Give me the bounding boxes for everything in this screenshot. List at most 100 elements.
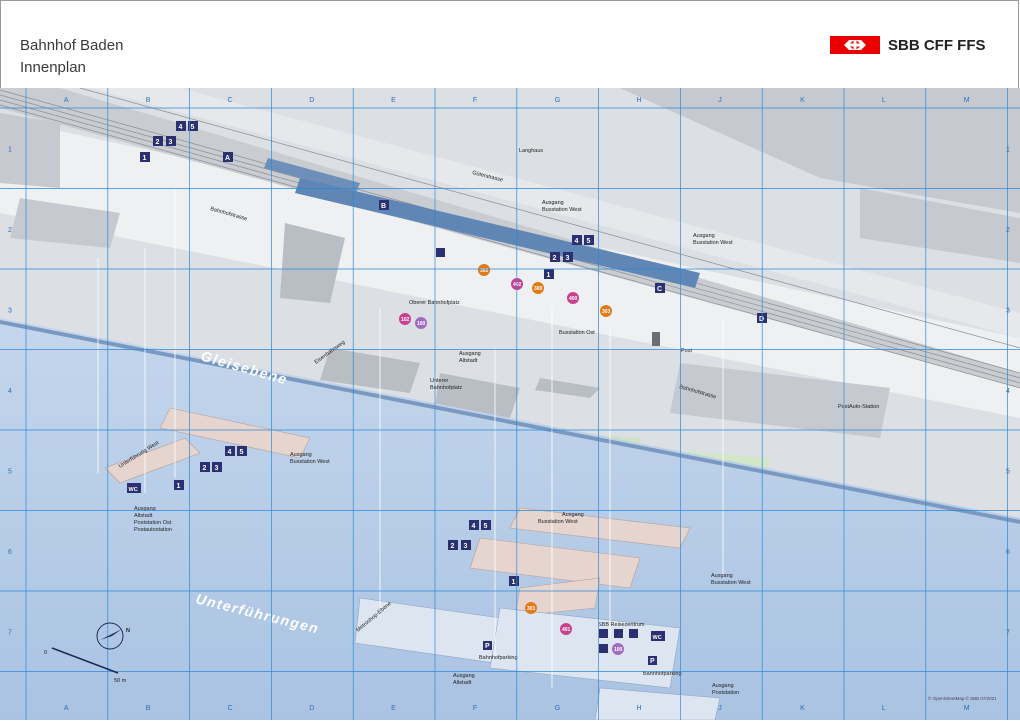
underpass-west bbox=[104, 437, 201, 484]
label-langhaus: Langhaus bbox=[519, 148, 543, 154]
label-reisezentrum: SBB Reisezentrum bbox=[598, 622, 645, 628]
amenity-badge[interactable]: 102 bbox=[399, 313, 411, 325]
label-bahnhofparking-2: Bahnhofparking bbox=[643, 671, 682, 677]
grid-column-label: L bbox=[882, 705, 886, 712]
grid-column-label: M bbox=[964, 97, 970, 104]
track-marker[interactable]: 3 bbox=[563, 252, 573, 262]
svg-text:2: 2 bbox=[451, 543, 455, 550]
exit-label: Ausgang bbox=[711, 573, 733, 579]
track-marker[interactable]: 4 bbox=[572, 235, 582, 245]
exit-label: Busstation West bbox=[542, 207, 582, 213]
grid-column-label: B bbox=[146, 97, 151, 104]
grid-row-label: 1 bbox=[1006, 146, 1010, 153]
track-marker[interactable]: 4 bbox=[225, 446, 235, 456]
scale-bar: 0 50 m bbox=[44, 647, 127, 684]
exit-label: Busstation West bbox=[538, 519, 578, 525]
track-marker[interactable]: 5 bbox=[584, 235, 594, 245]
track-marker[interactable]: 4 bbox=[176, 121, 186, 131]
grid-column-label: F bbox=[473, 705, 477, 712]
svg-text:P: P bbox=[650, 658, 655, 665]
track-marker[interactable]: 1 bbox=[509, 576, 519, 586]
grid-column-label: C bbox=[228, 97, 233, 104]
amenity-badge[interactable]: 303 bbox=[600, 305, 612, 317]
track-marker[interactable]: 2 bbox=[550, 252, 560, 262]
svg-text:50 m: 50 m bbox=[114, 678, 127, 684]
sbb-logo: SBB CFF FFS bbox=[830, 36, 986, 54]
svg-text:C: C bbox=[657, 286, 662, 293]
svg-text:300: 300 bbox=[534, 286, 543, 292]
svg-text:4: 4 bbox=[179, 124, 183, 131]
track-marker[interactable]: 3 bbox=[212, 462, 222, 472]
svg-text:102: 102 bbox=[401, 317, 410, 323]
track-marker[interactable]: 5 bbox=[481, 520, 491, 530]
grid-column-label: A bbox=[64, 705, 69, 712]
grid-column-label: D bbox=[309, 705, 314, 712]
track-marker[interactable]: 3 bbox=[461, 540, 471, 550]
wc-icon[interactable]: WC bbox=[127, 483, 141, 493]
track-marker[interactable]: 2 bbox=[200, 462, 210, 472]
station-map[interactable]: Gleisebene Unterführungen Langhaus Güter… bbox=[0, 88, 1020, 720]
track-marker[interactable]: 5 bbox=[188, 121, 198, 131]
grid-column-label: F bbox=[473, 97, 477, 104]
svg-text:303: 303 bbox=[602, 309, 611, 315]
svg-text:B: B bbox=[381, 203, 386, 210]
svg-text:2: 2 bbox=[203, 465, 207, 472]
grid-column-label: B bbox=[146, 705, 151, 712]
platform-roof bbox=[264, 158, 360, 193]
svg-text:1: 1 bbox=[547, 272, 551, 279]
building-block bbox=[280, 223, 345, 303]
grid-row-label: 4 bbox=[8, 388, 12, 395]
grid-column-label: H bbox=[637, 97, 642, 104]
svg-text:1: 1 bbox=[512, 579, 516, 586]
ticket-icon[interactable] bbox=[436, 248, 445, 257]
track-marker[interactable]: B bbox=[379, 200, 389, 210]
svg-text:N: N bbox=[126, 628, 130, 634]
amenity-badge[interactable]: 301 bbox=[525, 602, 537, 614]
underpass-level bbox=[0, 318, 1020, 720]
gueterstrasse-road bbox=[90, 88, 1020, 338]
level-edge bbox=[0, 320, 1020, 524]
track-marker[interactable]: A bbox=[223, 152, 233, 162]
amenity-badge[interactable]: 401 bbox=[560, 623, 572, 635]
amenity-badge[interactable]: 100 bbox=[415, 317, 427, 329]
track-marker[interactable]: C bbox=[655, 283, 665, 293]
label-oberer-bahnhofplatz: Oberer Bahnhofplatz bbox=[409, 300, 460, 306]
track-marker[interactable]: 1 bbox=[174, 480, 184, 490]
parking-icon[interactable]: P bbox=[483, 641, 492, 650]
grid-row-label: 5 bbox=[1006, 468, 1010, 475]
parking-icon[interactable]: P bbox=[648, 656, 657, 665]
track-marker[interactable]: 4 bbox=[469, 520, 479, 530]
elevator-icon[interactable] bbox=[652, 332, 660, 346]
label-postauto-station: PostAuto-Station bbox=[838, 404, 879, 410]
exit-label: Ausgang bbox=[693, 233, 715, 239]
exit-label: Ausgang bbox=[290, 452, 312, 458]
grid-row-label: 2 bbox=[1006, 227, 1010, 234]
track-marker[interactable]: 1 bbox=[140, 152, 150, 162]
track-marker[interactable]: 5 bbox=[237, 446, 247, 456]
building-block bbox=[860, 188, 1020, 263]
grid-row-label: 6 bbox=[8, 549, 12, 556]
reisezentrum-icons[interactable] bbox=[599, 629, 638, 653]
track-marker[interactable]: 2 bbox=[153, 136, 163, 146]
amenity-badge[interactable]: 300 bbox=[532, 282, 544, 294]
track-marker[interactable]: 1 bbox=[544, 269, 554, 279]
svg-text:WC: WC bbox=[129, 487, 138, 493]
grid-column-label: J bbox=[718, 705, 722, 712]
wc-icon[interactable]: WC bbox=[651, 631, 665, 641]
svg-text:401: 401 bbox=[562, 627, 571, 633]
parking-level bbox=[594, 687, 721, 720]
track-marker[interactable]: 3 bbox=[166, 136, 176, 146]
svg-text:1: 1 bbox=[143, 155, 147, 162]
svg-text:5: 5 bbox=[484, 523, 488, 530]
exit-label: Postautostation bbox=[134, 527, 172, 533]
svg-text:4: 4 bbox=[228, 449, 232, 456]
grid-row-label: 7 bbox=[1006, 629, 1010, 636]
svg-text:302: 302 bbox=[480, 268, 489, 274]
exit-label: Ausgang bbox=[453, 673, 475, 679]
svg-text:402: 402 bbox=[513, 282, 522, 288]
track-marker[interactable]: 2 bbox=[448, 540, 458, 550]
amenity-badge[interactable]: 100 bbox=[612, 643, 624, 655]
amenity-badge[interactable]: 400 bbox=[567, 292, 579, 304]
amenity-badge[interactable]: 302 bbox=[478, 264, 490, 276]
